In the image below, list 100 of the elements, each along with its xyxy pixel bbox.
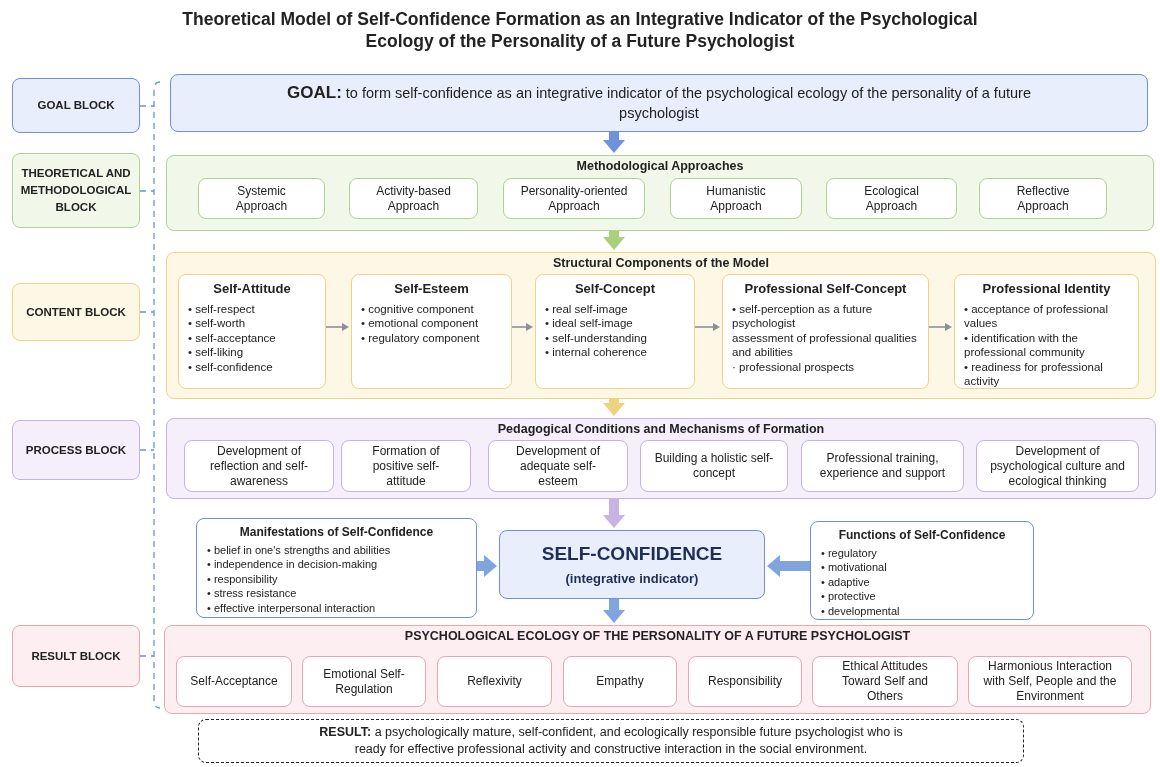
condition-card [184,440,334,492]
box-text: Building a holistic self-concept [653,451,775,481]
bullet-item: • self-acceptance [188,330,277,345]
box-text: THEORETICAL AND METHODOLOGICAL BLOCK [19,166,133,215]
info-card [810,521,1034,620]
condition-card [488,440,628,492]
box-text: Professional training, experience and support [818,451,947,481]
trait-card [176,656,292,707]
box-text: Harmonious Interaction with Self, People and the Environment [982,659,1118,704]
box-text: Formation of positive self-attitude [371,443,441,489]
central-box [499,530,765,599]
bullet-item: • self-confidence [188,359,274,374]
approach-card [349,178,478,219]
trait-card [812,656,958,707]
box-text: Development of reflection and self-awareness [208,443,310,489]
block-arrow [603,399,625,416]
block-label [12,420,140,480]
approach-card [198,178,325,219]
bullet-item: • regulatory component [361,330,481,345]
bullet-item: • protective [821,589,877,604]
card-heading: Professional Self-Concept [743,282,908,297]
bullet-item: • cognitive component [361,301,475,316]
box-text: RESULT BLOCK [31,648,121,664]
bullet-item: • adaptive [821,574,871,589]
arrow [694,323,720,331]
bullet-item: • identification with the professional community [964,330,1086,360]
box-text: Systemic Approach [234,183,289,214]
block-arrow [477,555,497,577]
box-text: Self-Acceptance [190,674,278,689]
trait-card [968,656,1132,707]
trait-card [563,656,677,707]
bullet-item: • independence in decision-making [207,557,379,572]
bullet-item: • motivational [821,560,888,575]
card-heading: Self-Attitude [212,282,292,297]
section-heading: Structural Components of the Model [552,256,770,271]
box-text: PROCESS BLOCK [25,442,127,458]
approach-card [826,178,957,219]
card-heading: Self-Esteem [393,282,470,297]
central-title: SELF-CONFIDENCE [541,543,723,565]
bullet-item: • belief in one's strengths and abilities [207,542,392,557]
info-card [196,518,477,618]
component-card [954,274,1139,389]
bullet-item: • acceptance of professional values [964,301,1110,331]
box-text: Empathy [596,674,644,689]
trait-card [302,656,426,707]
approach-card [670,178,802,219]
condition-card [341,440,471,492]
component-card [178,274,326,389]
box-text: CONTENT BLOCK [26,304,126,320]
block-arrow [603,599,625,623]
card-heading: Functions of Self-Confidence [837,528,1007,543]
section-heading: Pedagogical Conditions and Mechanisms of Formation [496,422,826,437]
box-text: Humanistic Approach [705,183,767,214]
block-arrow [603,132,625,153]
bullet-item: • self-worth [188,316,247,331]
block-arrow [767,555,810,577]
arrow [511,323,533,331]
box-text: Ecological Approach [863,183,920,214]
block-arrow [603,499,625,528]
statement-text: GOAL: to form self-confidence as an integrative indicator of the psychological ecology of the personality of a future psychologist [286,83,1032,123]
block-label [12,78,140,133]
block-arrow [603,231,625,250]
bullet-item: • developmental [821,603,901,618]
box-text: Emotional Self-Regulation [322,666,406,697]
component-card [351,274,512,389]
condition-card [801,440,964,492]
approach-card [503,178,645,219]
bullet-item: • regulatory [821,545,878,560]
trait-card [437,656,552,707]
condition-card [640,440,788,492]
bullet-item: assessment of professional qualities and abilities [732,330,918,360]
bullet-item: • ideal self-image [545,316,634,331]
box-text: Activity-based Approach [375,183,452,214]
block-label [12,625,140,687]
section-panel [164,625,1151,714]
bullet-item: • real self-image [545,301,629,316]
box-text: Reflexivity [467,674,522,689]
bullet-item: • effective interpersonal interaction [207,600,377,615]
card-heading: Manifestations of Self-Confidence [238,525,435,540]
block-label [12,283,140,341]
section-heading: PSYCHOLOGICAL ECOLOGY OF THE PERSONALITY OF A FUTURE PSYCHOLOGIST [403,629,912,644]
box-text: Personality-oriented Approach [519,183,629,214]
component-card [722,274,929,389]
result-box [198,719,1024,763]
bullet-item: · professional prospects [732,359,856,374]
approach-card [979,178,1107,219]
box-text: Development of psychological culture and ecological thinking [989,443,1126,489]
block-label [12,153,140,228]
component-card [535,274,695,389]
box-text: Development of adequate self-esteem [514,443,601,489]
bullet-item: • readiness for professional activity [964,359,1104,389]
box-text: Ethical Attitudes Toward Self and Others [840,659,930,704]
section-heading: Methodological Approaches [575,159,745,174]
box-text: GOAL BLOCK [37,98,115,113]
bullet-item: • self-understanding [545,330,648,345]
arrow [928,323,952,331]
goal-box [170,74,1148,132]
bullet-item: • emotional component [361,316,480,331]
box-text: Responsibility [707,674,782,689]
bullet-item: • self-liking [188,345,245,360]
